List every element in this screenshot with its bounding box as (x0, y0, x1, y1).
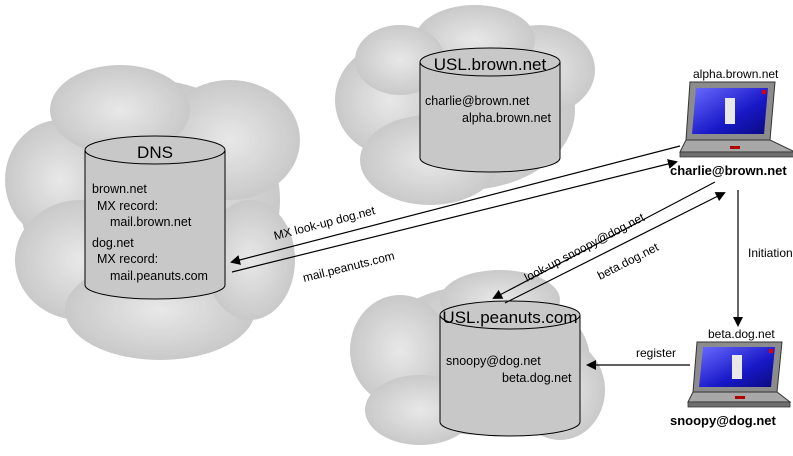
laptop-charlie-host: alpha.brown.net (693, 67, 779, 81)
usl-brown-address: charlie@brown.net (425, 94, 530, 108)
dns-record-value-2: mail.peanuts.com (110, 269, 208, 283)
usl-brown-database (419, 47, 561, 173)
laptop-snoopy-icon (687, 341, 792, 408)
usl-brown-title: USL.brown.net (434, 55, 547, 74)
arrow-mx-result (231, 159, 678, 273)
usl-peanuts-host: beta.dog.net (502, 371, 572, 385)
laptop-charlie-user: charlie@brown.net (670, 163, 787, 178)
dns-database (84, 135, 226, 300)
usl-peanuts-database (439, 300, 581, 437)
arrow-mx-lookup (230, 145, 681, 265)
dns-record-value-1: mail.brown.net (110, 215, 192, 229)
arrow-lookup-user (492, 181, 716, 299)
arrow-lookup-user-label: look-up snoopy@dog.net (522, 210, 647, 285)
usl-brown-host: alpha.brown.net (462, 111, 551, 125)
dns-record-label-1: MX record: (97, 199, 158, 213)
laptop-charlie-icon (679, 81, 793, 158)
arrow-mx-result-label: mail.peanuts.com (301, 249, 396, 285)
dns-record-label-2: MX record: (97, 252, 158, 266)
dns-domain-1: brown.net (92, 182, 147, 196)
usl-peanuts-title: USL.peanuts.com (442, 308, 577, 327)
arrow-lookup-result (504, 192, 726, 304)
dns-domain-2: dog.net (92, 236, 134, 250)
laptop-snoopy-host: beta.dog.net (708, 327, 775, 341)
arrow-register-label: register (636, 346, 676, 360)
arrow-lookup-result-label: beta.dog.net (595, 240, 661, 283)
usl-peanuts-address: snoopy@dog.net (446, 354, 541, 368)
arrow-mx-lookup-label: MX look-up dog.net (272, 203, 377, 243)
laptop-snoopy-user: snoopy@dog.net (670, 413, 777, 428)
dns-title: DNS (137, 143, 173, 162)
arrow-initiation-label: Initiation (748, 246, 793, 260)
